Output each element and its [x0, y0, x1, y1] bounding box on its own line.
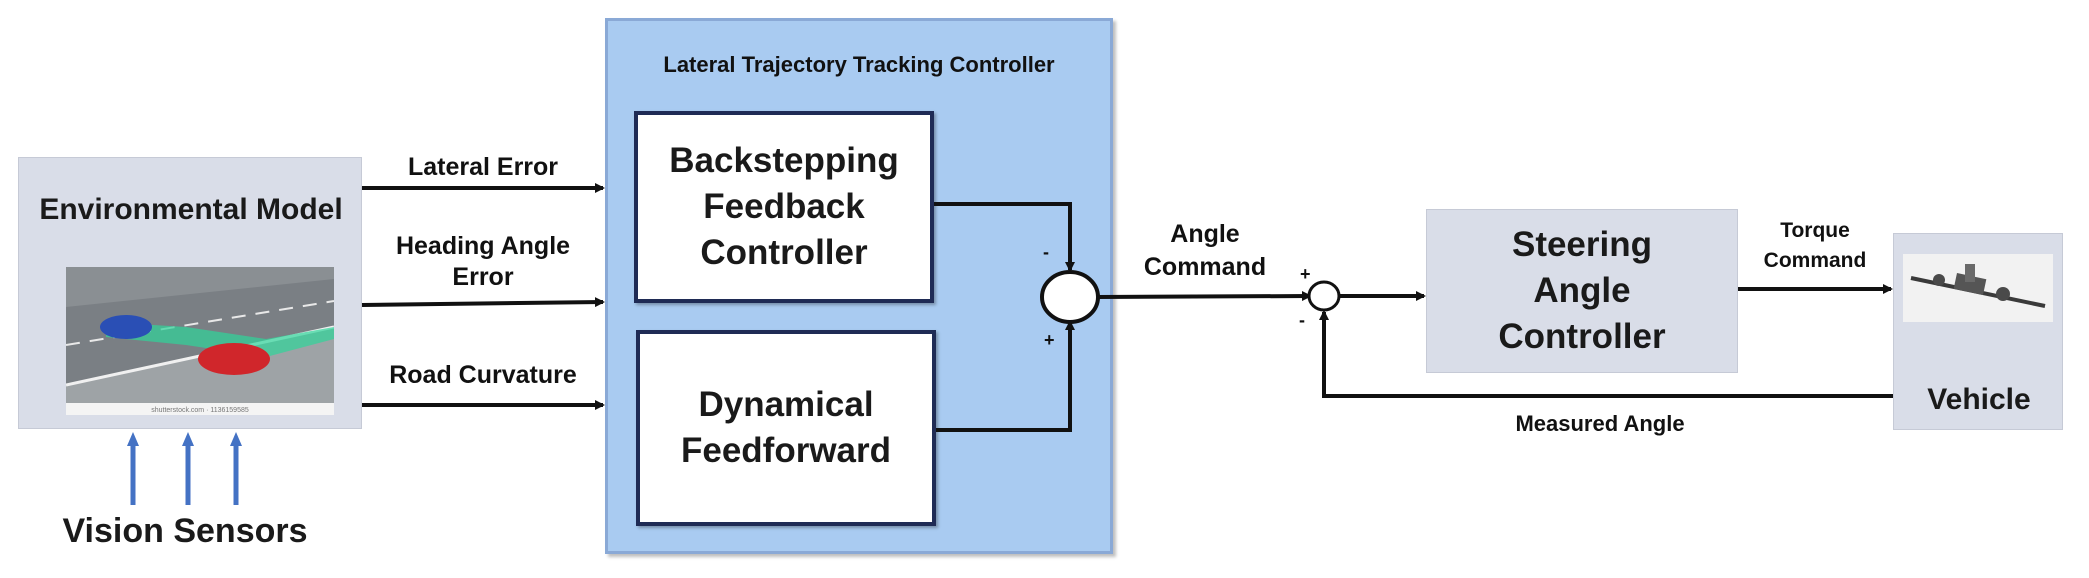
- environmental-model-block: Environmental Model shutterstock.com · 1…: [18, 157, 362, 429]
- heading-error-arrow: [361, 297, 605, 308]
- angle-command-text: Angle Command: [1143, 220, 1267, 281]
- lateral-error-label: Lateral Error: [407, 153, 559, 181]
- measured-angle-label: Measured Angle: [1515, 411, 1685, 436]
- dynamical-feedforward-label: Dynamical Feedforward: [680, 385, 892, 470]
- torque-command-label: Torque Command: [1745, 216, 1885, 276]
- sum1-plus-sign: +: [1044, 330, 1055, 350]
- angle-command-label: Angle Command: [1120, 218, 1290, 284]
- steering-rack-image: [1903, 254, 2053, 322]
- vision-sensors-label: Vision Sensors: [62, 512, 308, 550]
- steering-angle-controller-block: Steering Angle Controller: [1426, 209, 1738, 373]
- summing-junction-1: [1040, 270, 1100, 324]
- sum2-minus-sign: -: [1299, 310, 1305, 330]
- image-caption: shutterstock.com · 1136159585: [151, 407, 249, 414]
- controller-title: Lateral Trajectory Tracking Controller: [663, 52, 1055, 77]
- sum2-plus-sign: +: [1300, 264, 1311, 284]
- vehicle-block: Vehicle: [1893, 233, 2063, 430]
- measured-angle-feedback-wire: [1319, 310, 1893, 398]
- steering-angle-controller-label: Steering Angle Controller: [1498, 225, 1666, 356]
- feedback-to-sum-wire: [934, 202, 1075, 272]
- dynamical-feedforward-block: Dynamical Feedforward: [636, 330, 936, 526]
- heading-angle-error-text: Heading Angle Error: [395, 232, 571, 291]
- road-curvature-label: Road Curvature: [389, 361, 577, 389]
- angle-command-arrow: [1097, 291, 1312, 302]
- backstepping-feedback-block: Backstepping Feedback Controller: [634, 111, 934, 303]
- torque-command-text: Torque Command: [1763, 219, 1867, 272]
- environmental-model-label: Environmental Model: [39, 193, 343, 226]
- vehicle-label: Vehicle: [1927, 383, 2031, 416]
- road-scene-image: shutterstock.com · 1136159585: [66, 267, 334, 415]
- heading-angle-error-label: Heading Angle Error: [368, 231, 598, 293]
- backstepping-feedback-label: Backstepping Feedback Controller: [669, 141, 899, 272]
- sum1-minus-sign: -: [1043, 242, 1049, 262]
- summing-junction-2: [1307, 280, 1341, 312]
- feedforward-to-sum-wire: [936, 320, 1075, 432]
